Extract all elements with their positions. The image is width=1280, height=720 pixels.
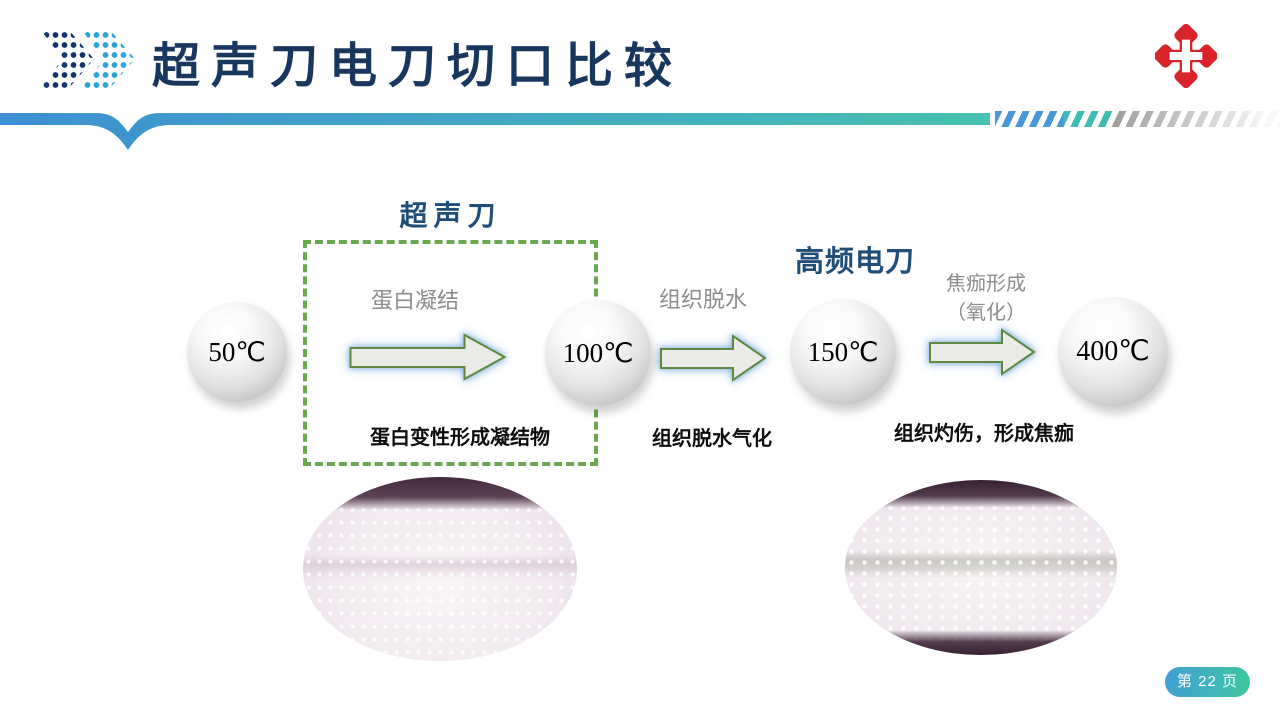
right-arrow-icon (660, 334, 767, 382)
temperature-value: 100℃ (562, 338, 634, 368)
hospital-red-cross-icon (1155, 22, 1217, 90)
right-arrow-icon (929, 328, 1036, 376)
result-label-vaporization: 组织脱水气化 (652, 428, 772, 450)
temperature-value: 400℃ (1076, 336, 1150, 367)
result-label-burn: 组织灼伤，形成焦痂 (894, 423, 1074, 445)
temperature-node-400: 400℃ (1058, 297, 1168, 407)
ultrasonic-knife-label: 超声刀 (399, 200, 502, 231)
temperature-node-100: 100℃ (545, 300, 651, 406)
page-title: 超声刀电刀切口比较 (152, 40, 684, 93)
temperature-node-150: 150℃ (790, 299, 896, 405)
ultrasonic-incision-photo (303, 477, 577, 661)
dots-chevron-icon-dark (40, 29, 94, 89)
header-divider-ribbon (0, 113, 990, 150)
diagonal-slashes-decoration (995, 111, 1280, 127)
temperature-node-50: 50℃ (187, 302, 287, 402)
electric-knife-label: 高频电刀 (794, 246, 915, 278)
process-label-dehydration: 组织脱水 (658, 287, 747, 312)
temperature-value: 50℃ (208, 337, 266, 367)
result-label-coagulation: 蛋白变性形成凝结物 (370, 427, 550, 449)
electric-incision-photo (845, 480, 1117, 655)
process-label-coagulation: 蛋白凝结 (370, 288, 459, 313)
process-label-eschar: 焦痂形成 （氧化） (946, 273, 1026, 324)
page-number-badge: 第 22 页 (1165, 667, 1250, 697)
right-arrow-icon (349, 333, 507, 381)
temperature-value: 150℃ (807, 337, 879, 367)
